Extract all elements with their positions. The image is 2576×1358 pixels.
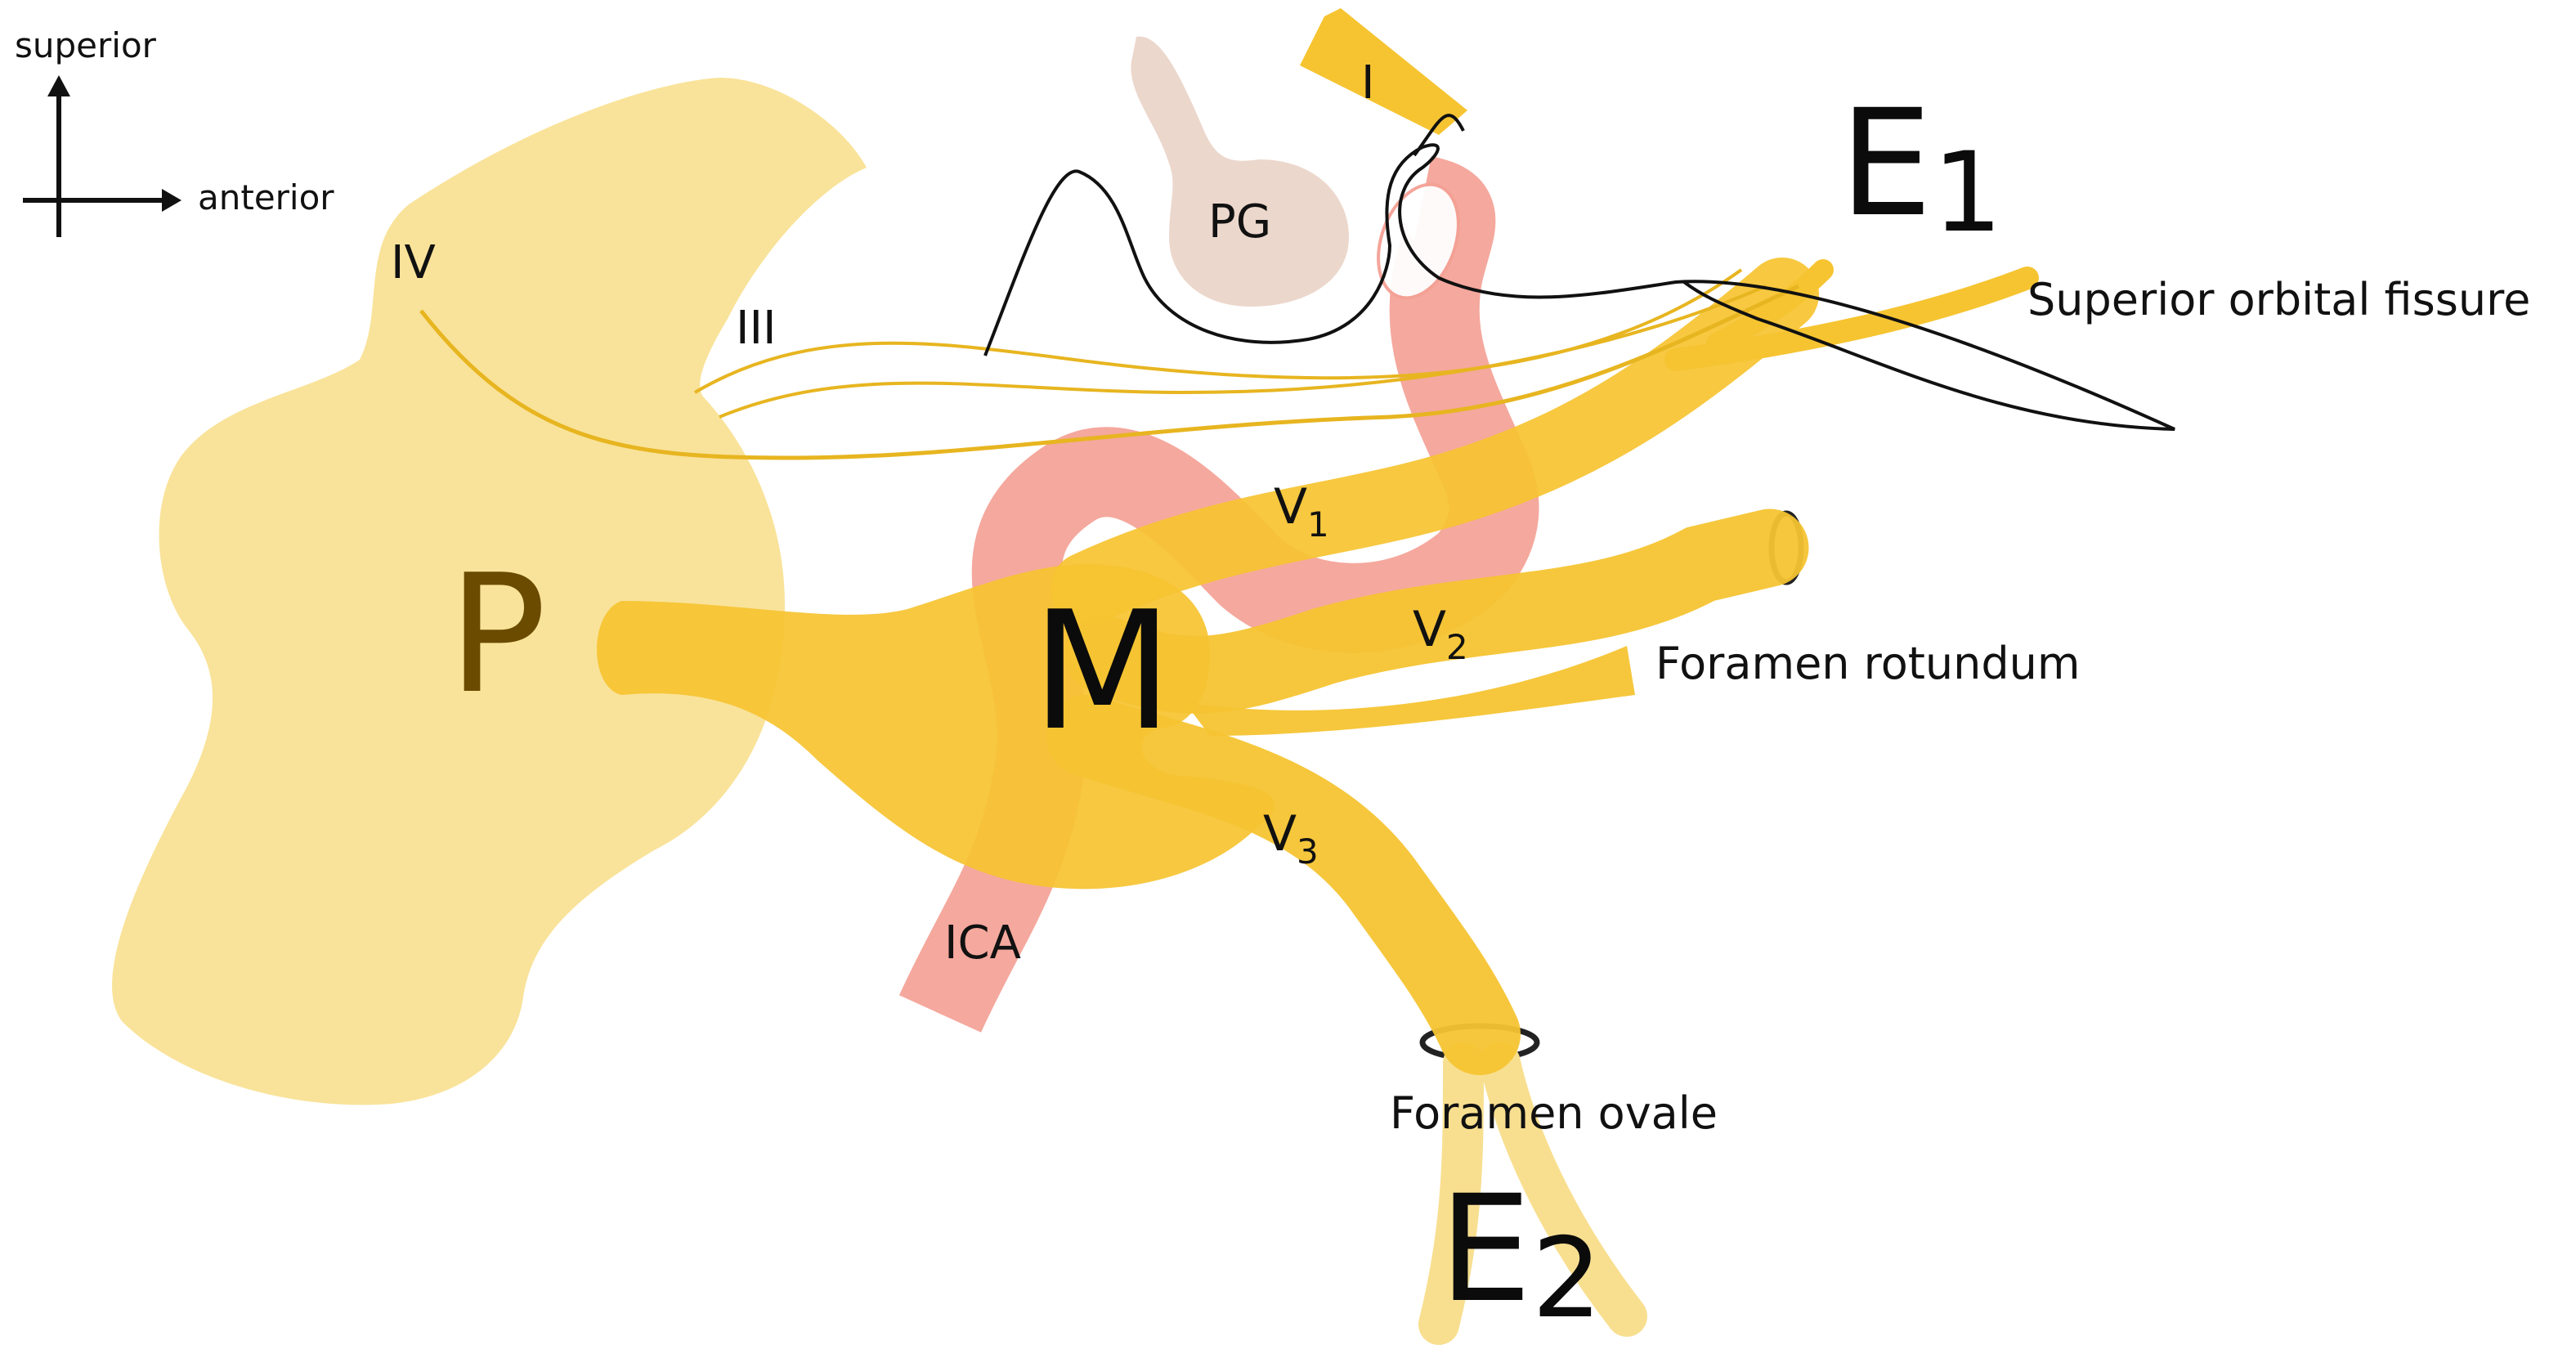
v2-maxillary-division xyxy=(1064,509,1809,714)
foramen-ovale-label: Foramen ovale xyxy=(1390,1087,1718,1139)
v2-label: V2 xyxy=(1413,601,1468,667)
v3-mandibular-division xyxy=(1046,695,1521,1075)
v1-branch-lower xyxy=(1664,267,2039,371)
pons-shape xyxy=(112,78,867,1105)
v1-ophthalmic-division xyxy=(1051,258,1819,625)
skull-base-outline xyxy=(983,143,2175,431)
meckel-cave-label: M xyxy=(1032,576,1173,767)
nerve-III-lower xyxy=(719,285,1767,419)
olfactory-nerve-I xyxy=(1300,8,1467,135)
sof-outline-lower xyxy=(1413,114,1465,157)
pituitary-label: PG xyxy=(1208,195,1271,249)
v1-label: V1 xyxy=(1274,478,1329,545)
orientation-anterior-label: anterior xyxy=(198,177,334,217)
pons-label: P xyxy=(448,540,547,730)
ica-label: ICA xyxy=(944,917,1021,970)
orientation-superior-label: superior xyxy=(15,25,157,65)
olfactory-nerve-label: I xyxy=(1361,56,1375,110)
v3-label: V3 xyxy=(1263,805,1319,872)
pituitary-gland xyxy=(1131,36,1349,307)
v1-branch-upper xyxy=(1706,259,1834,354)
e1-marker: E1 xyxy=(1839,78,2003,257)
v2-lower-edge xyxy=(1185,646,1635,736)
e2-branch-right xyxy=(1480,1042,1647,1337)
e2-marker: E2 xyxy=(1439,1164,1602,1342)
superior-orbital-fissure-label: Superior orbital fissure xyxy=(2027,274,2530,325)
nerve-IV-label: IV xyxy=(391,236,436,289)
e2-branch-left xyxy=(1418,1042,1484,1345)
nerve-IV xyxy=(419,284,1800,460)
foramen-rotundum-label: Foramen rotundum xyxy=(1655,638,2080,689)
nerve-III-label: III xyxy=(736,302,777,355)
orientation-compass xyxy=(23,75,181,237)
